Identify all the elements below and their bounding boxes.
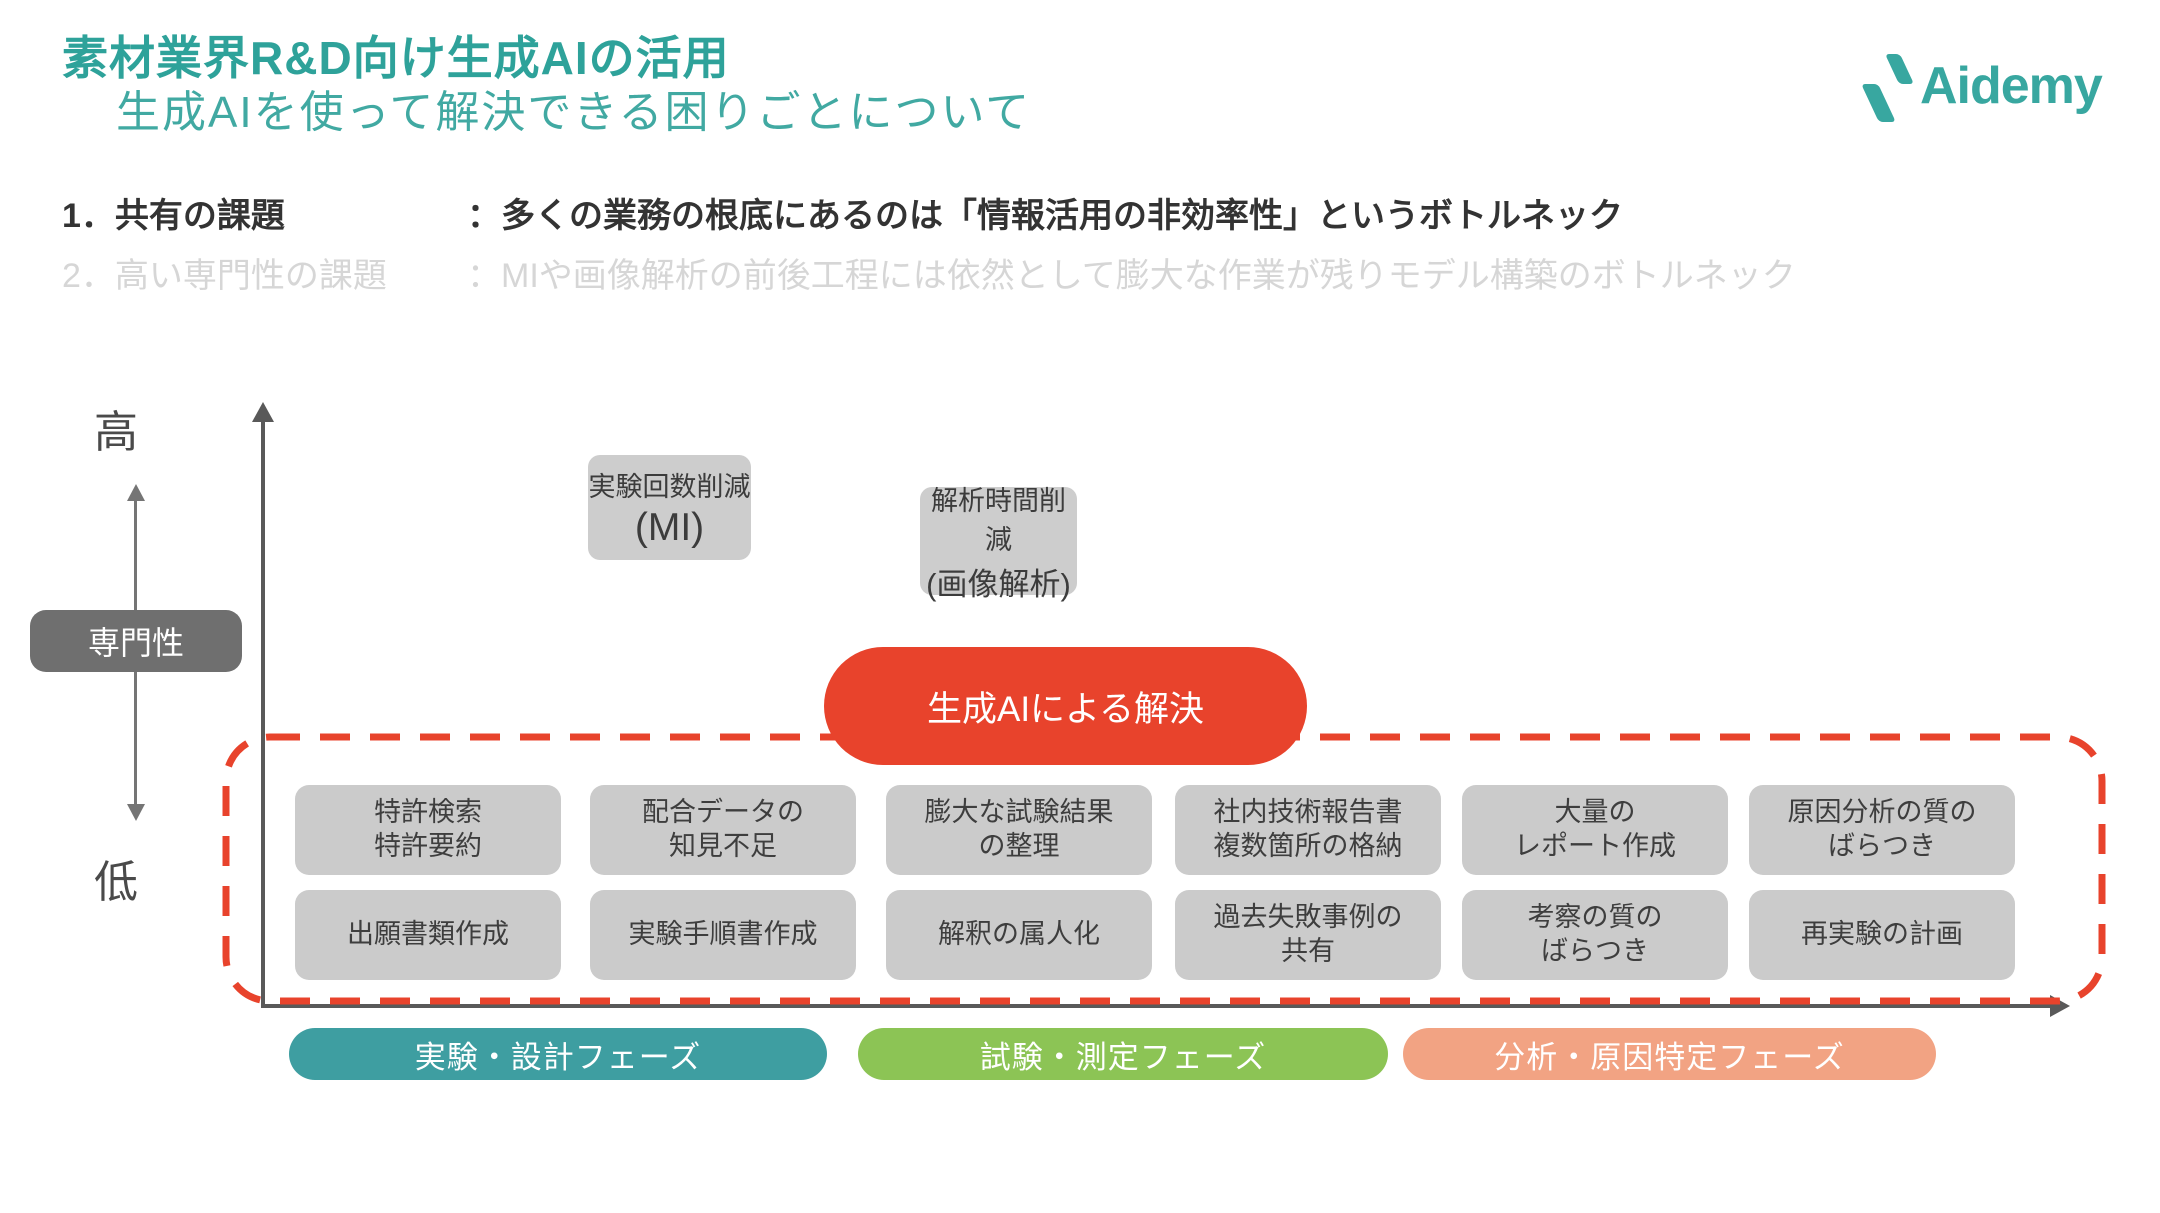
vertical-axis-arrowhead-icon — [252, 402, 274, 422]
specialty-arrow-up-icon — [127, 484, 145, 501]
task-box: 実験手順書作成 — [590, 890, 856, 980]
task-box: 大量の レポート作成 — [1462, 785, 1728, 875]
specialty-axis-label: 専門性 — [30, 610, 242, 672]
task-box: 出願書類作成 — [295, 890, 561, 980]
task-box: 配合データの 知見不足 — [590, 785, 856, 875]
phase-pill-experiment-design: 実験・設計フェーズ — [289, 1028, 827, 1080]
task-box: 社内技術報告書 複数箇所の格納 — [1175, 785, 1441, 875]
callout-box-mi: 実験回数削減 (MI) — [588, 455, 751, 560]
task-box: 考察の質の ばらつき — [1462, 890, 1728, 980]
axis-label-low: 低 — [94, 858, 138, 907]
aidemy-logo: Aidemy — [1861, 50, 2103, 122]
callout-mi-line2: (MI) — [634, 506, 705, 549]
callout-mi-line1: 実験回数削減 — [588, 472, 751, 502]
phase-pill-test-measure: 試験・測定フェーズ — [858, 1028, 1388, 1080]
task-box: 膨大な試験結果 の整理 — [886, 785, 1152, 875]
genai-solution-pill: 生成AIによる解決 — [824, 647, 1307, 765]
issue-line-2: 2．高い専門性の課題 ：MIや画像解析の前後工程には依然として膨大な作業が残りモデ… — [62, 248, 1796, 297]
vertical-axis-line — [261, 420, 265, 1008]
task-box: 過去失敗事例の 共有 — [1175, 890, 1441, 980]
callout-box-image-analysis: 解析時間削減 (画像解析) — [920, 486, 1077, 602]
page-subtitle: 生成AIを使って解決できる困りごとについて — [116, 88, 1032, 137]
issue-2-text: ：MIや画像解析の前後工程には依然として膨大な作業が残りモデル構築のボトルネック — [467, 257, 1796, 295]
issue-2-label: 2．高い専門性の課題 — [62, 257, 387, 295]
callout-img-line2: (画像解析) — [926, 566, 1071, 602]
issue-1-label: 1．共有の課題 — [62, 197, 285, 235]
phase-pill-analysis-root-cause: 分析・原因特定フェーズ — [1403, 1028, 1936, 1080]
specialty-arrow-down-icon — [127, 804, 145, 821]
callout-img-line1: 解析時間削減 — [931, 485, 1066, 555]
task-box: 解釈の属人化 — [886, 890, 1152, 980]
task-box: 特許検索 特許要約 — [295, 785, 561, 875]
horizontal-axis-line — [261, 1004, 2053, 1008]
task-box: 原因分析の質の ばらつき — [1749, 785, 2015, 875]
issue-1-text: ：多くの業務の根底にあるのは「情報活用の非効率性」というボトルネック — [467, 197, 1623, 235]
issue-line-1: 1．共有の課題 ：多くの業務の根底にあるのは「情報活用の非効率性」というボトルネッ… — [62, 188, 1623, 237]
axis-label-high: 高 — [94, 408, 138, 457]
task-box: 再実験の計画 — [1749, 890, 2015, 980]
page-title: 素材業界R&D向け生成AIの活用 — [62, 32, 730, 84]
aidemy-logo-text: Aidemy — [1920, 57, 2103, 115]
aidemy-logo-icon — [1861, 50, 1914, 122]
